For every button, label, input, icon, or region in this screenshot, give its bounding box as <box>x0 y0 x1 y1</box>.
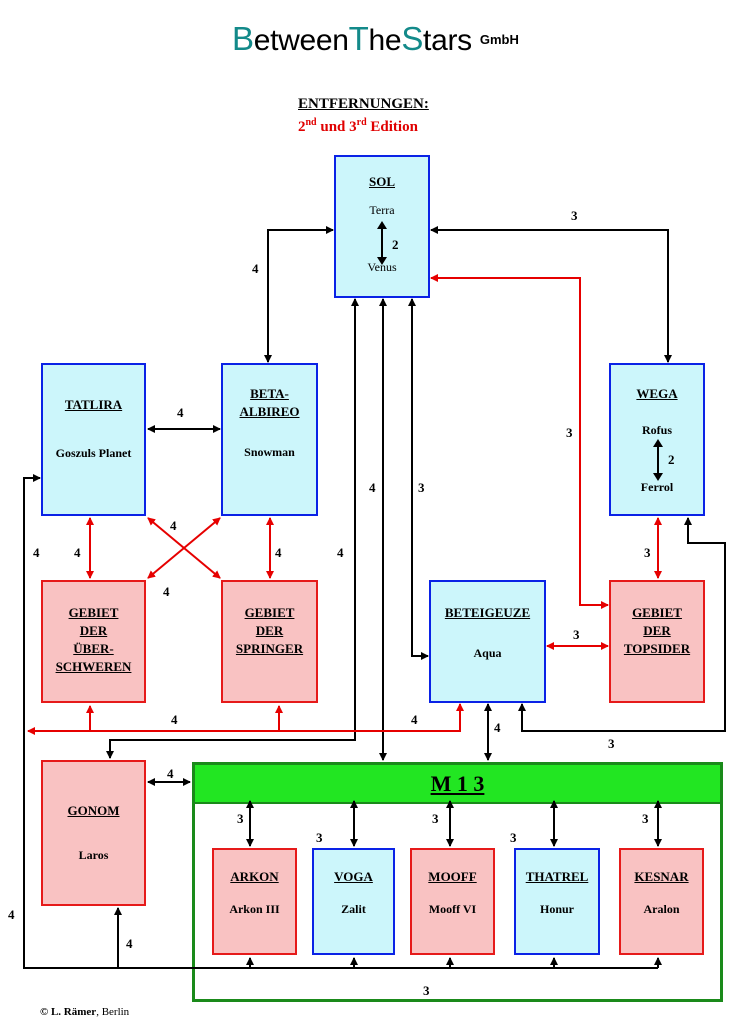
copyright-footer: © L. Rämer, Berlin <box>40 1006 130 1018</box>
link-far-left <box>23 474 118 969</box>
page-title: ENTFERNUNGEN: <box>298 96 429 112</box>
distance-label: 4 <box>177 405 184 420</box>
link-gonom-bottom <box>114 907 658 969</box>
link-sol-beteigeuze <box>408 298 429 660</box>
link-sol-wega <box>430 226 672 363</box>
link-red-row <box>27 703 464 735</box>
distance-label: 4 <box>171 712 178 727</box>
distance-label: 4 <box>275 545 282 560</box>
link-wega-beteigeuze <box>518 517 726 732</box>
distance-label: 3 <box>644 545 651 560</box>
distance-label: 4 <box>170 518 177 533</box>
distance-label: 4 <box>252 261 259 276</box>
distance-label: 4 <box>126 936 133 951</box>
distance-label: 4 <box>33 545 40 560</box>
node-ueberschweren: GEBIET DER ÜBER- SCHWEREN <box>41 580 146 703</box>
node-springer: GEBIET DER SPRINGER <box>221 580 318 703</box>
distance-label: 4 <box>74 545 81 560</box>
link-sol-gonom <box>106 298 359 759</box>
distance-label: 3 <box>316 830 323 845</box>
node-thatrel: THATREL Honur <box>514 848 600 955</box>
distance-label: 3 <box>571 208 578 223</box>
distance-label: 4 <box>163 584 170 599</box>
distance-label: 3 <box>608 736 615 751</box>
page-subtitle: 2nd und 3rd Edition <box>298 117 418 135</box>
node-mooff: MOOFF Mooff VI <box>410 848 495 955</box>
distance-label: 3 <box>432 811 439 826</box>
node-beta-albireo: BETA- ALBIREO Snowman <box>221 363 318 516</box>
node-arkon: ARKON Arkon III <box>212 848 297 955</box>
node-tatlira: TATLIRA Goszuls Planet <box>41 363 146 516</box>
node-gonom: GONOM Laros <box>41 760 146 906</box>
sol-inner-arrow <box>381 225 383 261</box>
distance-label: 3 <box>642 811 649 826</box>
distance-label: 4 <box>167 766 174 781</box>
distance-label: 4 <box>411 712 418 727</box>
link-sol-beta <box>264 226 334 363</box>
distance-label: 4 <box>494 720 501 735</box>
node-topsider: GEBIET DER TOPSIDER <box>609 580 705 703</box>
distance-label: 3 <box>423 983 430 998</box>
distance-label: 3 <box>237 811 244 826</box>
node-voga: VOGA Zalit <box>312 848 395 955</box>
distance-label: 4 <box>8 907 15 922</box>
node-sol: SOL Terra 2 Venus <box>334 155 430 298</box>
distance-label: 3 <box>510 830 517 845</box>
m13-header: M 1 3 <box>195 765 720 804</box>
distance-label: 3 <box>418 480 425 495</box>
distance-label: 3 <box>566 425 573 440</box>
node-wega: WEGA Rofus 2 Ferrol <box>609 363 705 516</box>
distance-label: 4 <box>337 545 344 560</box>
link-sol-topsider <box>430 274 609 609</box>
distance-label: 3 <box>573 627 580 642</box>
distance-label: 4 <box>369 480 376 495</box>
node-kesnar: KESNAR Aralon <box>619 848 704 955</box>
node-beteigeuze: BETEIGEUZE Aqua <box>429 580 546 703</box>
link-cross-b <box>147 517 221 579</box>
